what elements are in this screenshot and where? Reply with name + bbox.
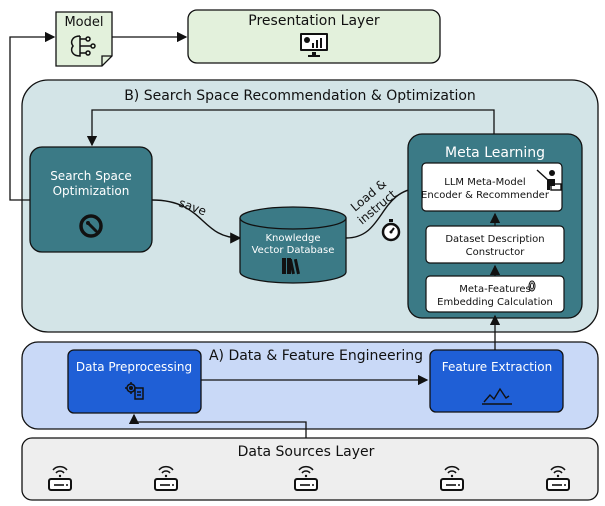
meta-learning-title: Meta Learning	[445, 145, 545, 161]
llm-label-line1: LLM Meta-Model	[444, 177, 525, 188]
presentation-title: Presentation Layer	[248, 13, 380, 29]
search-space-optimization-node: Search Space Optimization	[29, 146, 153, 253]
knowledge-db-label-line2: Vector Database	[252, 245, 335, 256]
router-icon	[154, 465, 178, 491]
preprocessing-label: Data Preprocessing	[76, 360, 192, 374]
brain-icon	[70, 35, 96, 57]
settings-document-icon	[125, 382, 144, 400]
feature-extraction-label: Feature Extraction	[442, 360, 552, 374]
teacher-icon	[536, 169, 562, 191]
meta-features-label-line1: Meta-Features	[459, 284, 530, 295]
dashboard-icon	[300, 33, 328, 57]
router-icon	[440, 465, 464, 491]
llm-label-line2: Encoder & Recommender	[421, 190, 550, 201]
feature-extraction-node: Feature Extraction	[429, 349, 564, 413]
data-feature-title: A) Data & Feature Engineering	[209, 348, 423, 364]
search-space-title: B) Search Space Recommendation & Optimiz…	[124, 88, 476, 104]
line-chart-icon	[482, 387, 512, 405]
data-preprocessing-node: Data Preprocessing	[67, 349, 202, 414]
router-icon	[546, 465, 570, 491]
meta-features-label-line2: Embedding Calculation	[437, 297, 553, 308]
knowledge-vector-database-node: Knowledge Vector Database	[239, 206, 347, 284]
presentation-layer: Presentation Layer	[187, 9, 441, 64]
dataset-description-node: Dataset Description Constructor	[425, 225, 565, 264]
stopwatch-icon	[381, 219, 401, 242]
knowledge-db-label-line1: Knowledge	[266, 233, 321, 244]
model-label: Model	[64, 15, 103, 30]
optimization-to-model-arrow	[9, 31, 56, 201]
fingerprint-icon	[528, 280, 536, 292]
meta-features-node: Meta-Features Embedding Calculation	[425, 275, 565, 313]
router-icon	[48, 465, 72, 491]
router-icon	[294, 465, 318, 491]
llm-meta-model-node: LLM Meta-Model Encoder & Recommender	[421, 162, 563, 212]
save-arrow	[151, 199, 242, 244]
optimization-label-line1: Search Space	[50, 169, 132, 183]
feedback-arrow	[86, 109, 495, 147]
model-node: Model	[55, 11, 113, 67]
optimization-label-line2: Optimization	[53, 184, 130, 198]
sources-to-preprocessing-arrow	[128, 413, 307, 438]
dataset-desc-label-line1: Dataset Description	[445, 234, 544, 245]
dataset-desc-label-line2: Constructor	[466, 247, 526, 258]
data-sources-title: Data Sources Layer	[238, 444, 375, 460]
gauge-icon	[79, 214, 103, 238]
books-icon	[282, 258, 300, 275]
